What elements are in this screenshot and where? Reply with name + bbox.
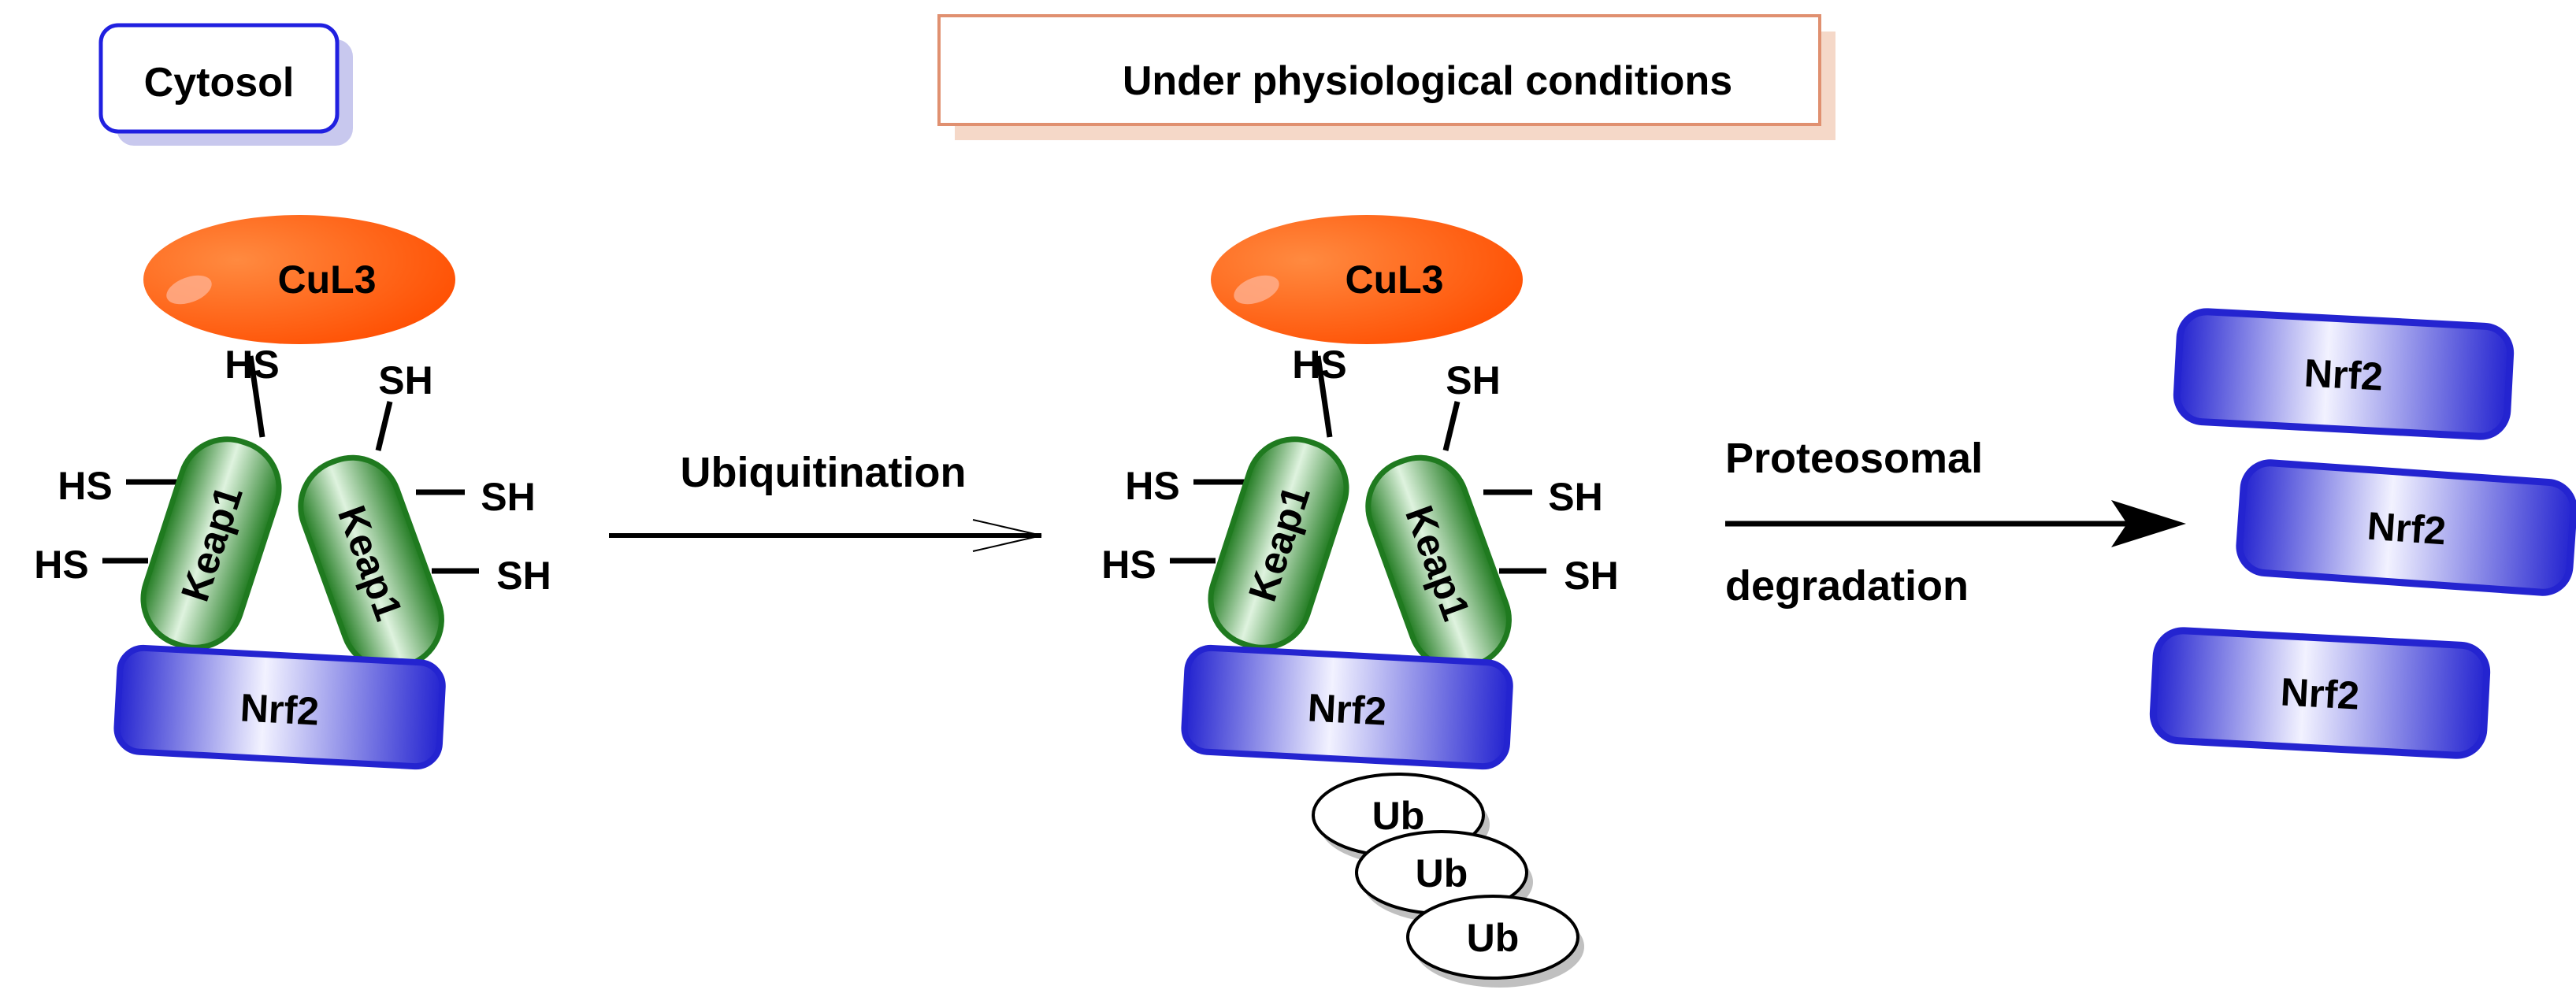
free-nrf2-group xyxy=(2152,310,2576,757)
degradation-label: degradation xyxy=(1725,562,1969,610)
nrf2-free-3 xyxy=(2152,629,2489,757)
ub-3 xyxy=(1406,895,1586,989)
cytosol-label: Cytosol xyxy=(144,60,295,106)
complex-middle xyxy=(1101,215,1618,768)
degradation-arrow: Proteosomal degradation xyxy=(1725,435,2186,610)
cytosol-box: Cytosol xyxy=(98,23,353,146)
header-label: Under physiological conditions xyxy=(1123,58,1732,104)
complex-left xyxy=(34,215,551,768)
ubiquitination-label: Ubiquitination xyxy=(681,449,967,496)
nrf2-free-1 xyxy=(2176,310,2512,438)
ubiquitination-arrow: Ubiquitination xyxy=(609,449,1042,552)
nrf2-free-2 xyxy=(2238,461,2576,595)
proteosomal-label: Proteosomal xyxy=(1725,435,1983,482)
ub-chain xyxy=(1312,773,1586,989)
header-box: Under physiological conditions xyxy=(937,14,1835,140)
